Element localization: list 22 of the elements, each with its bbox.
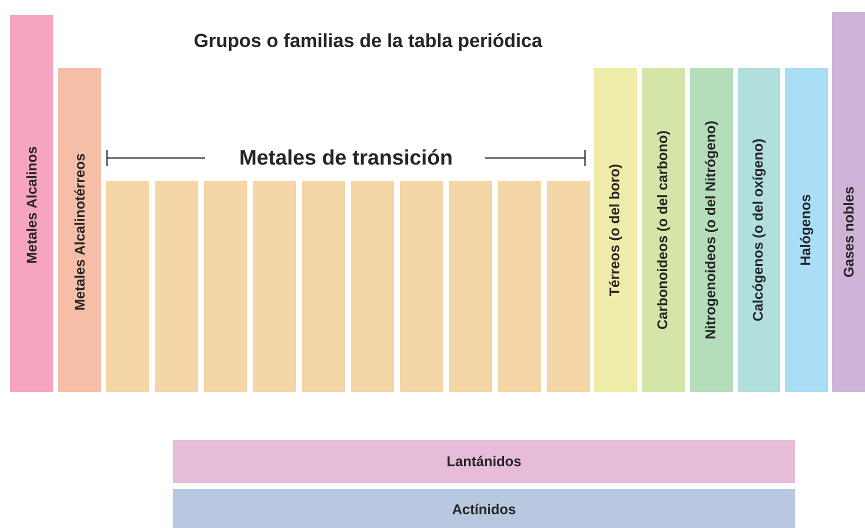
group-bar bbox=[106, 181, 149, 392]
series-band: Actínidos bbox=[173, 489, 795, 528]
group-bar: Halógenos bbox=[785, 68, 828, 392]
group-bar bbox=[155, 181, 198, 392]
title: Grupos o familias de la tabla periódica bbox=[194, 33, 542, 51]
group-bar bbox=[449, 181, 492, 392]
group-bar bbox=[547, 181, 590, 392]
group-bar bbox=[498, 181, 541, 392]
group-bar: Térreos (o del boro) bbox=[594, 68, 637, 392]
group-bar: Gases nobles bbox=[832, 12, 865, 392]
group-bar: Calcógenos (o del oxígeno) bbox=[738, 68, 780, 392]
group-bar: Nitrogenoideos (o del Nitrógeno) bbox=[690, 68, 733, 392]
bracket-label: Metales de transición bbox=[240, 149, 452, 165]
group-bar bbox=[351, 181, 394, 392]
group-bar bbox=[302, 181, 345, 392]
group-bar: Carbonoideos (o del carbono) bbox=[642, 68, 685, 392]
group-bar bbox=[204, 181, 247, 392]
group-bar bbox=[253, 181, 296, 392]
group-bar: Metales Alcalinotérreos bbox=[58, 68, 101, 392]
group-bar: Metales Alcalinos bbox=[10, 15, 53, 392]
series-band: Lantánidos bbox=[173, 440, 795, 483]
group-bar bbox=[400, 181, 443, 392]
